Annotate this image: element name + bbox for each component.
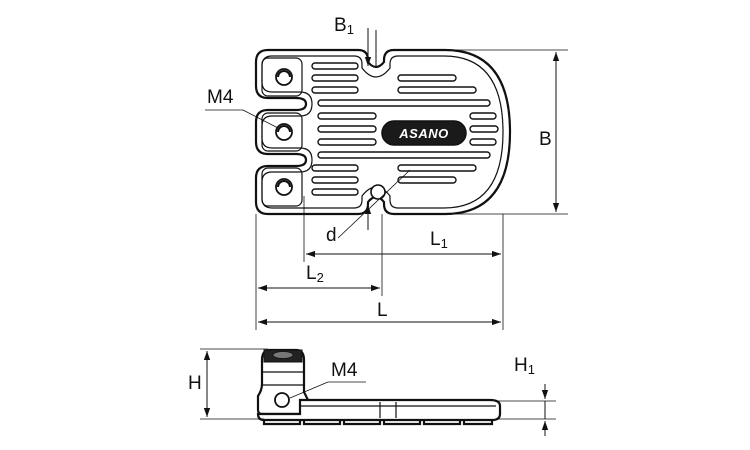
dim-l2-label: L2 xyxy=(306,263,324,285)
brand-logo: ASANO xyxy=(398,126,448,141)
dim-l1-label: L1 xyxy=(430,229,448,251)
grip-slots xyxy=(311,62,499,196)
dim-m4-side-label: M4 xyxy=(331,360,358,381)
mount-boss-bottom xyxy=(261,167,303,207)
dim-l-label: L xyxy=(377,300,388,321)
dim-h-label: H xyxy=(188,373,202,394)
dim-b1-label: B1 xyxy=(334,15,354,37)
dim-h1-label: H1 xyxy=(514,355,535,377)
side-view-plate xyxy=(256,398,502,422)
side-view xyxy=(256,348,502,426)
mount-boss-middle xyxy=(261,112,303,152)
dim-m4-top-label: M4 xyxy=(207,87,234,108)
brand-plate: ASANO xyxy=(381,120,467,146)
side-dimensions: H M4 H1 xyxy=(188,348,556,436)
side-view-base-ribs xyxy=(262,420,494,426)
top-view: ASANO xyxy=(254,48,512,216)
mount-boss-top xyxy=(261,57,303,97)
d-hole xyxy=(370,184,386,200)
top-dimensions: B1 M4 B d L1 L2 L xyxy=(205,15,568,330)
side-hole xyxy=(274,392,290,408)
dim-b-label: B xyxy=(539,129,552,150)
dim-d-label: d xyxy=(326,225,337,246)
